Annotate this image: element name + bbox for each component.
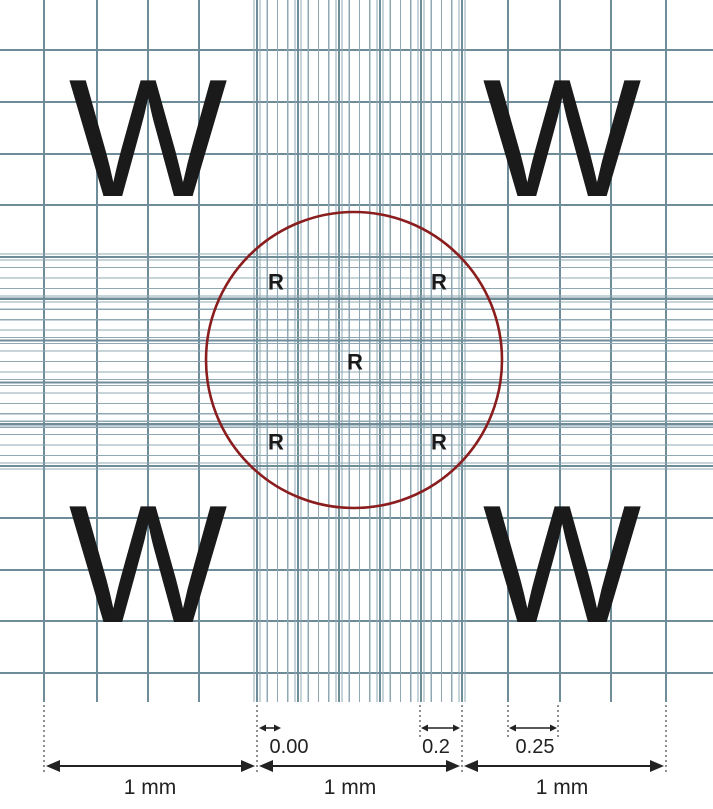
center-circle-outline xyxy=(204,210,504,510)
r-label-top-left: R xyxy=(268,270,284,295)
triple-spacing-arrow-start-icon xyxy=(421,724,428,732)
corner-square-background xyxy=(44,50,256,255)
large-spacing-arrow-start-icon xyxy=(509,724,516,732)
arrow-center-end-icon xyxy=(446,760,460,772)
arrow-center-start-icon xyxy=(259,760,273,772)
arrow-right-start-icon xyxy=(464,760,478,772)
square-labels: W W W W R R R R R xyxy=(69,44,642,658)
triple-spacing-label: 0.2 xyxy=(422,736,450,758)
fine-spacing-arrow-end-icon xyxy=(274,724,281,732)
dimension-label-left: 1 mm xyxy=(124,776,177,799)
w-label-top-left: W xyxy=(69,44,228,232)
r-label-bottom-right: R xyxy=(431,430,447,455)
r-label-center: R xyxy=(347,350,363,375)
w-label-bottom-left: W xyxy=(69,470,228,658)
w-label-top-right: W xyxy=(483,44,642,232)
fine-spacing-arrow-start-icon xyxy=(259,724,266,732)
fine-spacing-label: 0.00 xyxy=(270,736,309,758)
arrow-right-end-icon xyxy=(650,760,664,772)
large-spacing-arrow-end-icon xyxy=(550,724,557,732)
large-spacing-label: 0.25 xyxy=(516,736,555,758)
dimension-label-center: 1 mm xyxy=(324,776,377,799)
arrow-left-end-icon xyxy=(241,760,255,772)
dimension-annotations: 1 mm 1 mm 1 mm 0.00 0.2 0.25 xyxy=(43,705,667,799)
w-label-bottom-right: W xyxy=(483,470,642,658)
arrow-left-start-icon xyxy=(46,760,60,772)
r-label-top-right: R xyxy=(431,270,447,295)
counting-grid xyxy=(0,0,713,702)
dimension-label-right: 1 mm xyxy=(536,776,589,799)
r-label-bottom-left: R xyxy=(268,430,284,455)
triple-spacing-arrow-end-icon xyxy=(453,724,460,732)
